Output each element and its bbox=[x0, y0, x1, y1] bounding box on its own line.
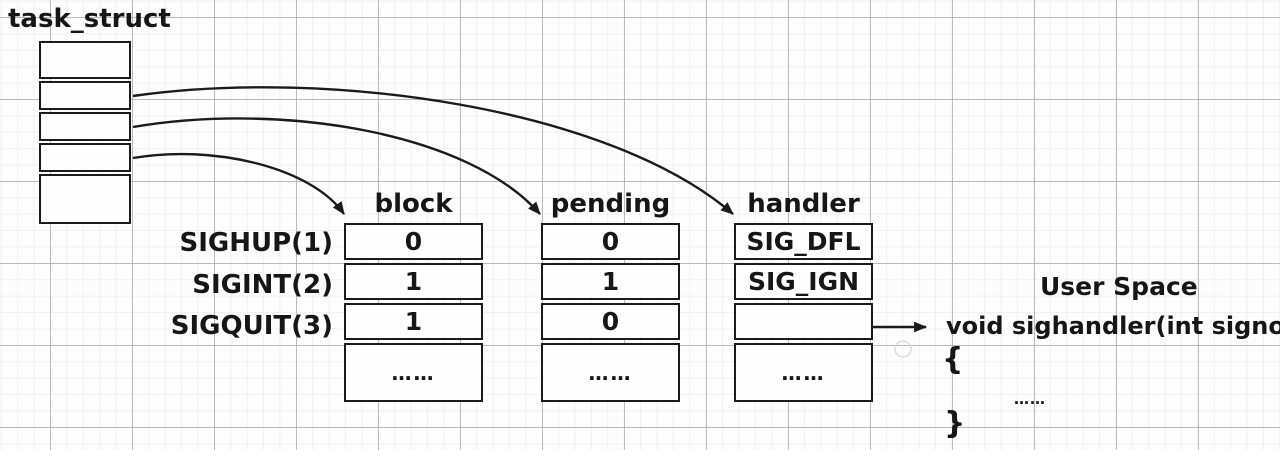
signal-row-label-sighup: SIGHUP(1) bbox=[179, 228, 333, 258]
block-table-header: block bbox=[374, 189, 453, 219]
handler-table: SIG_DFL SIG_IGN …… bbox=[734, 223, 873, 402]
block-table: 0 1 1 …… bbox=[344, 223, 483, 402]
sighandler-signature: void sighandler(int signo) bbox=[946, 312, 1280, 340]
block-cell-sigint: 1 bbox=[344, 263, 483, 300]
open-brace: { bbox=[942, 342, 964, 377]
signal-row-label-sigint: SIGINT(2) bbox=[192, 270, 333, 300]
signal-row-label-sigquit: SIGQUIT(3) bbox=[170, 311, 333, 341]
handler-table-header: handler bbox=[747, 189, 860, 219]
handler-cell-sighup: SIG_DFL bbox=[734, 223, 873, 260]
faint-circle-mark bbox=[894, 340, 912, 358]
pending-cell-sigquit: 0 bbox=[541, 303, 680, 340]
task-struct-cell bbox=[39, 41, 131, 79]
pending-cell-sigint: 1 bbox=[541, 263, 680, 300]
handler-cell-ellipsis: …… bbox=[734, 343, 873, 402]
user-space-title: User Space bbox=[1040, 272, 1198, 301]
pending-cell-ellipsis: …… bbox=[541, 343, 680, 402]
arrow-task-to-block bbox=[132, 152, 345, 215]
task-struct-cell bbox=[39, 81, 131, 110]
close-brace: } bbox=[944, 406, 966, 441]
task-struct-table bbox=[39, 41, 131, 224]
task-struct-cell bbox=[39, 143, 131, 172]
task-struct-cell bbox=[39, 112, 131, 141]
task-struct-cell bbox=[39, 174, 131, 224]
task-struct-title: task_struct bbox=[8, 4, 171, 34]
pending-cell-sighup: 0 bbox=[541, 223, 680, 260]
block-cell-ellipsis: …… bbox=[344, 343, 483, 402]
handler-cell-sigint: SIG_IGN bbox=[734, 263, 873, 300]
block-cell-sigquit: 1 bbox=[344, 303, 483, 340]
block-cell-sighup: 0 bbox=[344, 223, 483, 260]
pending-table-header: pending bbox=[550, 189, 671, 219]
pending-table: 0 1 0 …… bbox=[541, 223, 680, 402]
handler-cell-sigquit bbox=[734, 303, 873, 340]
function-body-ellipsis: …… bbox=[1014, 390, 1046, 408]
